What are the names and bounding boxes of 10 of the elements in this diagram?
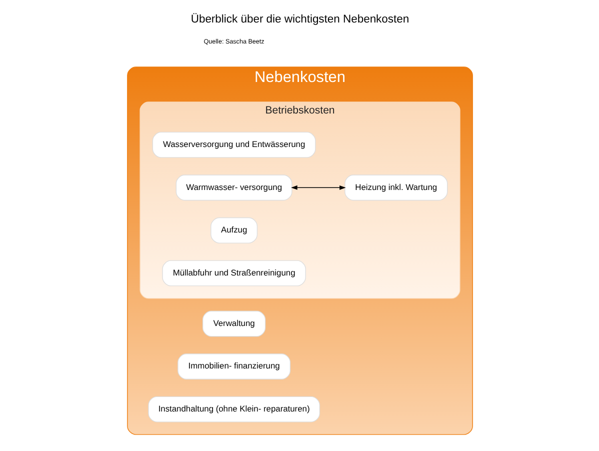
- node-box: Immobilien- finanzierung: [177, 354, 290, 380]
- node-box: Verwaltung: [202, 310, 266, 337]
- node-box: Heizung inkl. Wartung: [344, 174, 448, 201]
- diagram-title: Überblick über die wichtigsten Nebenkosten: [190, 14, 409, 26]
- node-box: Aufzug: [210, 217, 258, 244]
- node-box: Instandhaltung (ohne Klein- reparaturen): [148, 396, 320, 422]
- arrow: [290, 185, 346, 190]
- node-box: Wasserversorgung und Entwässerung: [152, 132, 316, 158]
- node-box: Müllabfuhr und Straßenreinigung: [162, 260, 306, 286]
- node-box: Warmwasser- versorgung: [175, 174, 292, 201]
